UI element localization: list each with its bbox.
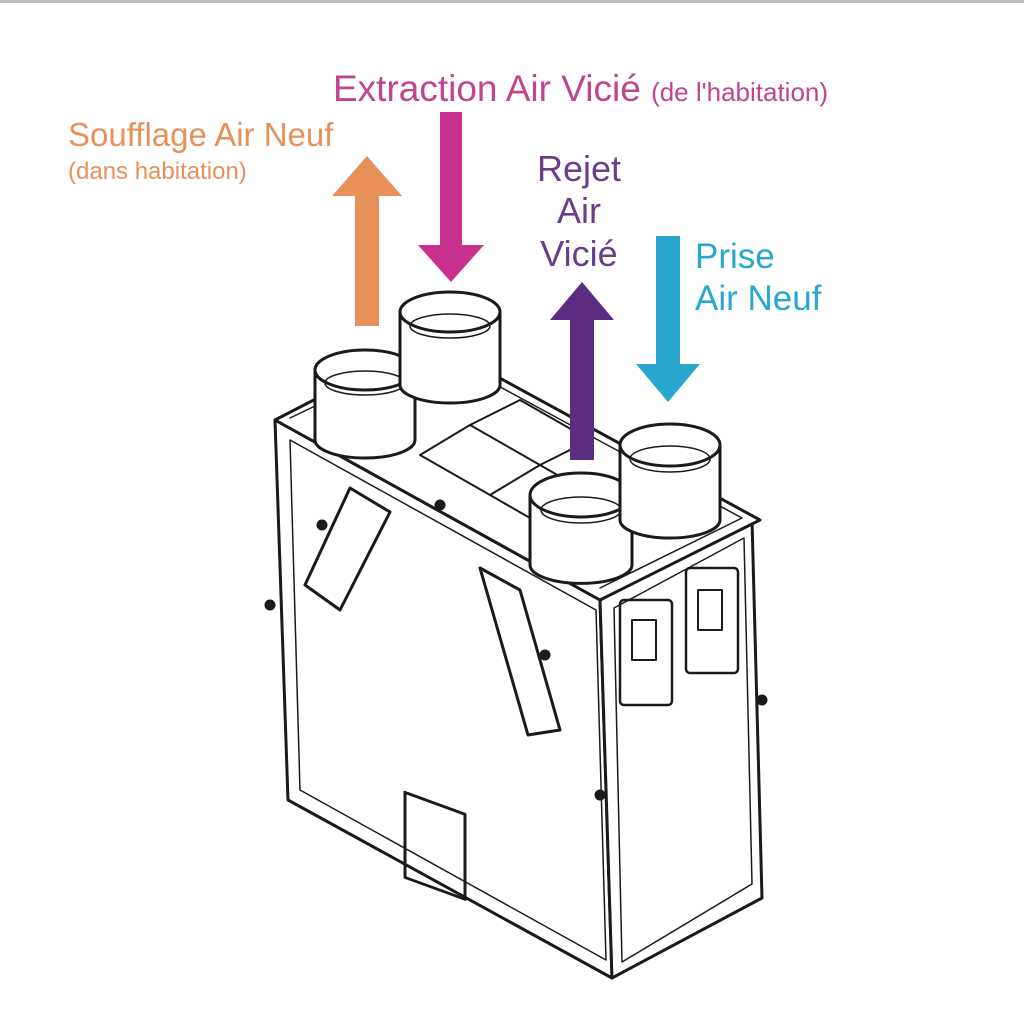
label-prise: Prise Air Neuf <box>695 236 821 320</box>
arrow-prise-down <box>636 236 700 402</box>
arrow-rejet-up <box>550 282 614 460</box>
control-panel <box>403 790 467 901</box>
handle-left-2 <box>478 566 562 737</box>
label-soufflage-sub: (dans habitation) <box>68 158 247 185</box>
label-rejet-line3: Vicié <box>540 232 618 274</box>
label-prise-line1: Prise <box>695 237 775 276</box>
duct-extraction <box>398 290 502 405</box>
label-rejet-line2: Air <box>557 190 601 232</box>
duct-rejet <box>528 471 634 585</box>
duct-soufflage <box>313 348 417 460</box>
unit-right-face-inner <box>613 537 753 963</box>
label-extraction: Extraction Air Vicié (de l'habitation) <box>333 70 828 107</box>
label-prise-line2: Air Neuf <box>695 279 822 318</box>
label-soufflage-main: Soufflage Air Neuf <box>68 116 334 153</box>
handle-left-1 <box>303 486 392 612</box>
label-extraction-sub: (de l'habitation) <box>651 77 829 107</box>
unit-left-face-inner <box>289 439 607 961</box>
label-rejet-line1: Rejet <box>536 148 622 189</box>
duct-prise <box>618 422 722 540</box>
top-border <box>0 0 1024 3</box>
arrow-soufflage-up <box>332 156 402 326</box>
arrow-extraction-down <box>418 112 484 282</box>
connector-box-1 <box>618 598 674 707</box>
connector-box-2 <box>684 566 740 675</box>
label-extraction-main: Extraction Air Vicié <box>333 68 641 109</box>
label-rejet: Rejet Air Vicié <box>518 148 640 275</box>
